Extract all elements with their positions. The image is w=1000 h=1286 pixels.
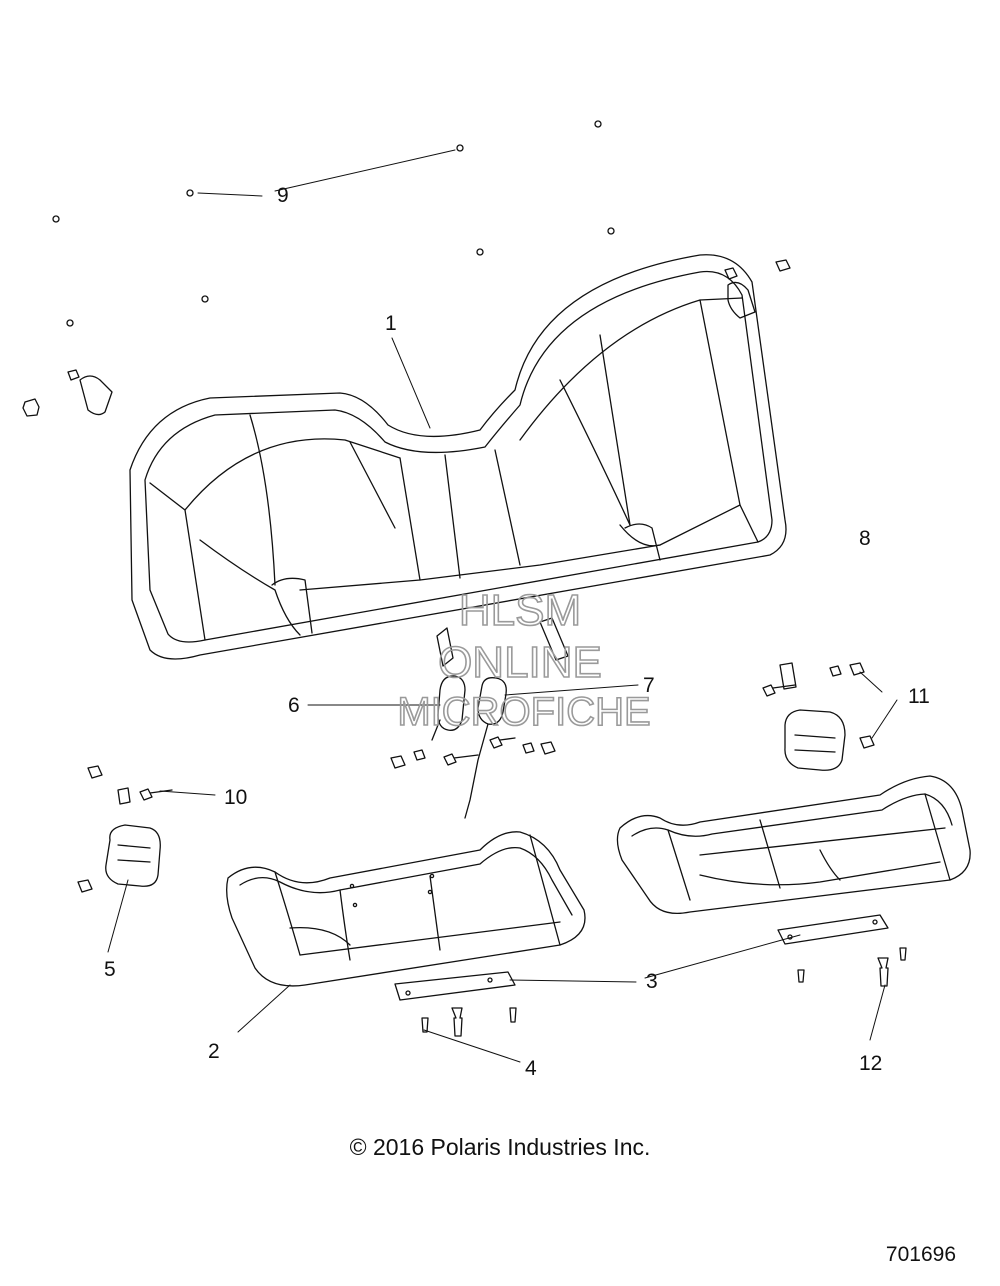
callout-11: 11: [908, 685, 930, 708]
callout-6: 6: [288, 694, 300, 717]
latch-icon: [431, 617, 569, 819]
watermark-line2: ONLINE: [438, 638, 602, 687]
callout-3: 3: [646, 970, 658, 993]
callout-8: 8: [859, 527, 871, 550]
callout-2: 2: [208, 1040, 220, 1063]
callout-7: 7: [643, 674, 655, 697]
callout-1: 1: [385, 312, 397, 335]
seat-bottom-right-icon: [616, 775, 971, 915]
copyright-text: © 2016 Polaris Industries Inc.: [349, 1134, 651, 1160]
seat-bottom-left-icon: [226, 831, 586, 987]
bolt-icon: [117, 662, 797, 805]
seat-back-icon: [129, 254, 787, 660]
callout-12: 12: [859, 1052, 882, 1075]
mounting-bracket-right-icon: [777, 914, 889, 945]
mounting-bracket-rear-icon: [79, 281, 756, 416]
leader-lines: [107, 149, 898, 1063]
watermark: HLSM ONLINE MICROFICHE: [397, 585, 652, 735]
callout-9: 9: [277, 184, 289, 207]
callout-labels: 1 2 3 4 5 6 7 8 9 10 11 12: [104, 184, 930, 1080]
callout-4: 4: [525, 1057, 537, 1080]
watermark-line1: HLSM: [459, 586, 581, 635]
screw-icon: [421, 947, 907, 1037]
mounting-bracket-left-icon: [394, 971, 516, 1001]
part-number: 701696: [885, 1243, 956, 1266]
buckle-right-icon: [784, 709, 846, 771]
callout-5: 5: [104, 958, 116, 981]
watermark-line3: MICROFICHE: [397, 690, 650, 734]
nut-icon: [22, 120, 875, 893]
callout-10: 10: [224, 786, 247, 809]
buckle-left-icon: [105, 824, 161, 887]
